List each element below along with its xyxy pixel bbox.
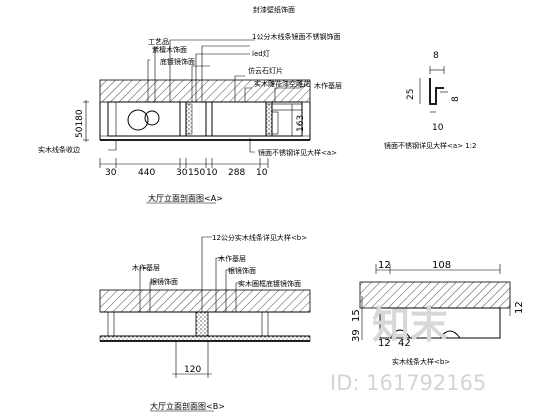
dim-a-5: 288 [228, 168, 245, 178]
label-detail-ref: 镜面不锈钢详见大样<a> [258, 148, 337, 157]
label-mirror1: 银镜饰面 [150, 277, 178, 286]
detail-a-caption: 镜面不锈钢详见大样<a> 1:2 [384, 141, 477, 150]
labels-a: 封漆壁纸饰面 工艺品 紫檀木饰面 1公分木线条镜面不锈钢饰面 led灯 底镀镜饰… [38, 5, 342, 157]
label-wood-base1: 木作基层 [132, 263, 160, 272]
craftware-circle-large [127, 109, 149, 131]
label-stainless-trim: 1公分木线条镜面不锈钢饰面 [252, 32, 340, 41]
detail-a: 8 25 8 10 镜面不锈钢详见大样<a> 1:2 [384, 51, 477, 150]
detail-b-dim-bottom-a: 12 [378, 338, 391, 349]
dim-a-2: 30 [176, 168, 188, 178]
label-downlight: 仿云石灯片 [248, 66, 283, 75]
detail-b: 12 108 15 39 12 12 42 实木线条大样<b> [351, 260, 525, 366]
detail-b-dim-left-2: 39 [351, 329, 362, 342]
dim-right-a-text: 163 [296, 115, 306, 132]
craftware-circle-small [144, 110, 160, 126]
section-a: 封漆壁纸饰面 工艺品 紫檀木饰面 1公分木线条镜面不锈钢饰面 led灯 底镀镜饰… [38, 5, 342, 204]
labels-b: 12公分实木线条详见大样<b> 木作基层 银镜饰面 木作基层 银镜饰面 实木圈框… [132, 233, 307, 288]
section-b-title: 大厅立面剖面图<B> [150, 401, 225, 411]
label-mirror: 底镀镜饰面 [160, 57, 195, 66]
dim-a-1: 440 [138, 168, 155, 178]
detail-b-caption: 实木线条大样<b> [392, 357, 450, 366]
section-b: 12公分实木线条详见大样<b> 木作基层 银镜饰面 木作基层 银镜饰面 实木圈框… [99, 233, 311, 412]
detail-a-dim-left: 25 [406, 89, 416, 100]
detail-a-dim-top: 8 [433, 51, 439, 61]
dim-left-a: 50180 [75, 100, 89, 142]
ceiling-hatch-b [99, 289, 311, 313]
watermark-logo: 知末 [372, 302, 448, 347]
label-carved-panel: 实木雕花漆空雕花 [254, 79, 310, 88]
label-wood-frame: 实木圈框底镀镜饰面 [238, 279, 301, 288]
section-a-title: 大厅立面剖面图<A> [148, 193, 223, 203]
detail-a-profile [429, 78, 444, 105]
watermark: 知末 ID: 161792165 [330, 302, 486, 395]
detail-b-dim-top: 108 [432, 260, 451, 271]
dim-bottom-b: 120 [172, 341, 212, 378]
watermark-id: ID: 161792165 [330, 371, 486, 395]
dim-bottom-a: 30 440 30 150 10 288 10 [99, 158, 269, 178]
label-led: led灯 [252, 49, 270, 58]
dim-a-0: 30 [105, 168, 117, 178]
detail-b-hatch [359, 281, 511, 309]
label-wood-veneer: 紫檀木饰面 [152, 45, 187, 54]
dim-right-a: 163 [291, 104, 306, 136]
label-craftware: 工艺品 [148, 38, 169, 46]
label-mirror2: 银镜饰面 [228, 266, 256, 275]
detail-b-dim-left-1: 15 [351, 309, 362, 322]
dim-left-a-text: 50180 [75, 109, 85, 138]
label-wallpaper: 封漆壁纸饰面 [253, 5, 295, 14]
dim-b-bottom: 120 [184, 365, 201, 375]
label-wood-base: 木作基层 [314, 81, 342, 90]
section-a-body [107, 101, 303, 137]
label-wood-base2: 木作基层 [218, 254, 246, 263]
label-wood-trim: 实木线条收边 [38, 145, 80, 154]
detail-b-dim-right: 12 [514, 301, 525, 314]
dim-a-6: 10 [256, 168, 268, 178]
label-trim-ref: 12公分实木线条详见大样<b> [212, 233, 307, 242]
detail-a-dim-bottom: 10 [432, 123, 444, 133]
dim-a-3: 150 [188, 168, 205, 178]
dim-a-4: 10 [206, 168, 218, 178]
detail-a-dim-right: 8 [451, 96, 461, 102]
leaders-b [139, 236, 244, 312]
leaders-a [108, 39, 309, 153]
detail-b-dim-bottom-b: 42 [398, 338, 411, 349]
detail-b-dim-left: 12 [378, 260, 391, 271]
